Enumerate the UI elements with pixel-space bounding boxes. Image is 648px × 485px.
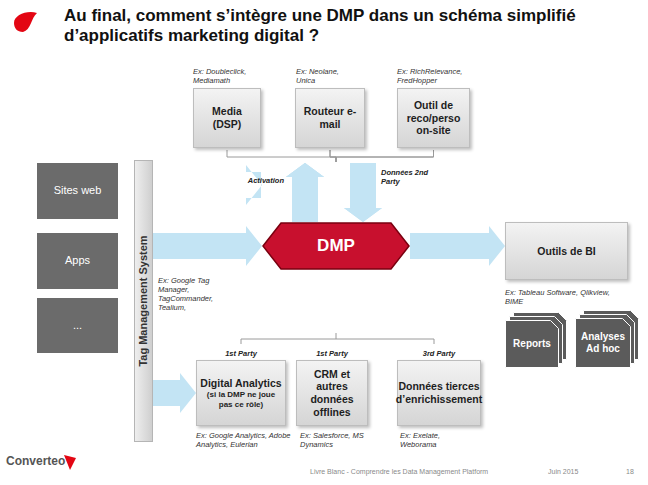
node-content: Outil de reco/perso on-site <box>398 96 469 140</box>
block-arrow <box>227 150 336 222</box>
document-stack: Analyses Ad hoc <box>575 310 639 368</box>
app-box: Media (DSP) <box>193 88 261 148</box>
example-note: Ex: RichRelevance, FredHopper <box>397 67 469 85</box>
block-arrow <box>153 373 196 413</box>
node-label: DMP <box>317 236 355 256</box>
node-label: Apps <box>65 254 90 267</box>
block-arrow <box>336 150 434 222</box>
node-content: CRM et autres données offlines <box>297 365 367 421</box>
node-content: Media (DSP) <box>194 102 260 133</box>
block-arrow <box>153 226 262 266</box>
company-logo: Converteo <box>6 454 65 468</box>
bracket-line <box>336 150 434 162</box>
node-label: Outil de reco/perso on-site <box>401 99 466 137</box>
node-label: Reports <box>513 338 551 350</box>
party-heading: 1st Party <box>291 349 373 358</box>
node-content: Digital Analytics(si la DMP ne joue pas … <box>197 374 285 413</box>
app-box: Outil de reco/perso on-site <box>397 88 470 148</box>
title-bullet <box>14 12 37 32</box>
arrow-shape <box>246 165 262 205</box>
bi-box: Outils de BI <box>505 222 628 280</box>
node-content: Données tierces d’enrichissement <box>398 377 480 408</box>
example-note: Ex: Salesforce, MS Dynamics <box>300 431 372 449</box>
node-label: CRM et autres données offlines <box>300 368 364 418</box>
block-arrow <box>410 226 505 266</box>
edge-label: Données 2nd Party <box>381 168 433 186</box>
source-box: ... <box>37 298 118 353</box>
node-label: Digital Analytics <box>200 377 281 390</box>
node-label: Outils de BI <box>537 245 595 258</box>
bracket-line <box>336 150 434 162</box>
node-label: ... <box>73 319 82 332</box>
node-label: Tag Management System <box>137 235 150 366</box>
block-arrow <box>286 150 336 222</box>
arrow-shape <box>153 226 262 266</box>
arrow-shape <box>344 163 382 222</box>
node-content: Reports <box>505 312 567 368</box>
document-page <box>506 321 559 368</box>
node-content: Outils de BI <box>506 242 627 261</box>
arrow-shape <box>153 373 196 413</box>
footer-date: Juin 2015 <box>548 468 578 476</box>
arrow-shape <box>286 163 324 222</box>
arrow-shape <box>344 163 382 222</box>
example-note: Ex: Neolane, Unica <box>296 67 356 85</box>
node-label: Sites web <box>54 184 102 197</box>
block-arrow <box>330 150 382 222</box>
example-note: Ex: Google Tag Manager, TagCommander, Te… <box>158 276 224 312</box>
node-content: Apps <box>37 251 118 270</box>
node-content: Routeur e-mail <box>296 102 364 133</box>
app-box: Routeur e-mail <box>295 88 365 148</box>
document-stack: Reports <box>505 312 567 368</box>
bracket-line <box>330 150 336 162</box>
bracket-line <box>227 150 336 162</box>
bracket-line <box>330 150 336 162</box>
party-heading: 3rd Party <box>392 349 486 358</box>
node-content: DMP <box>262 222 410 270</box>
node-label: Données tierces d’enrichissement <box>396 380 482 405</box>
node-label: Media (DSP) <box>197 105 257 130</box>
group-bracket <box>241 333 434 344</box>
source-box: Apps <box>37 233 118 289</box>
party-heading: 1st Party <box>191 349 291 358</box>
footer-text: Livre Blanc - Comprendre les Data Manage… <box>310 468 488 476</box>
arrow-shape <box>286 163 324 222</box>
block-arrow <box>286 150 434 222</box>
source-box: Sites web <box>37 163 118 219</box>
page-number: 18 <box>626 468 634 476</box>
example-note: Ex: Exelate, Weborama <box>400 431 472 449</box>
block-arrow <box>246 165 262 205</box>
example-note: Ex: Tableau Software, Qlikview, BIME <box>505 288 630 306</box>
node-content: ... <box>37 316 118 335</box>
arrow-shape <box>286 163 324 222</box>
document-page <box>576 319 631 368</box>
dmp-hexagon: DMP <box>262 222 410 270</box>
edge-label: Activation <box>230 176 284 185</box>
example-note: Ex: Google Analytics, Adobe Analytics, E… <box>196 431 294 449</box>
example-note: Ex: Doubleclick, Mediamath <box>193 67 255 85</box>
arrow-shape <box>410 226 505 266</box>
node-content: Analyses Ad hoc <box>575 310 639 368</box>
slide-title: Au final, comment s’intègre une DMP dans… <box>64 6 609 46</box>
tms-band: Tag Management System <box>134 160 153 442</box>
node-note: (si la DMP ne joue pas ce rôle) <box>200 390 282 409</box>
node-label: Analyses Ad hoc <box>577 331 629 355</box>
data-source-box: CRM et autres données offlines1st Party <box>296 360 368 426</box>
data-source-box: Données tierces d’enrichissement3rd Part… <box>397 360 481 426</box>
node-label: Routeur e-mail <box>299 105 361 130</box>
logo-mark <box>64 455 76 470</box>
hexagon-outline <box>263 223 409 269</box>
node-content: Sites web <box>37 181 118 200</box>
data-source-box: Digital Analytics(si la DMP ne joue pas … <box>196 360 286 426</box>
